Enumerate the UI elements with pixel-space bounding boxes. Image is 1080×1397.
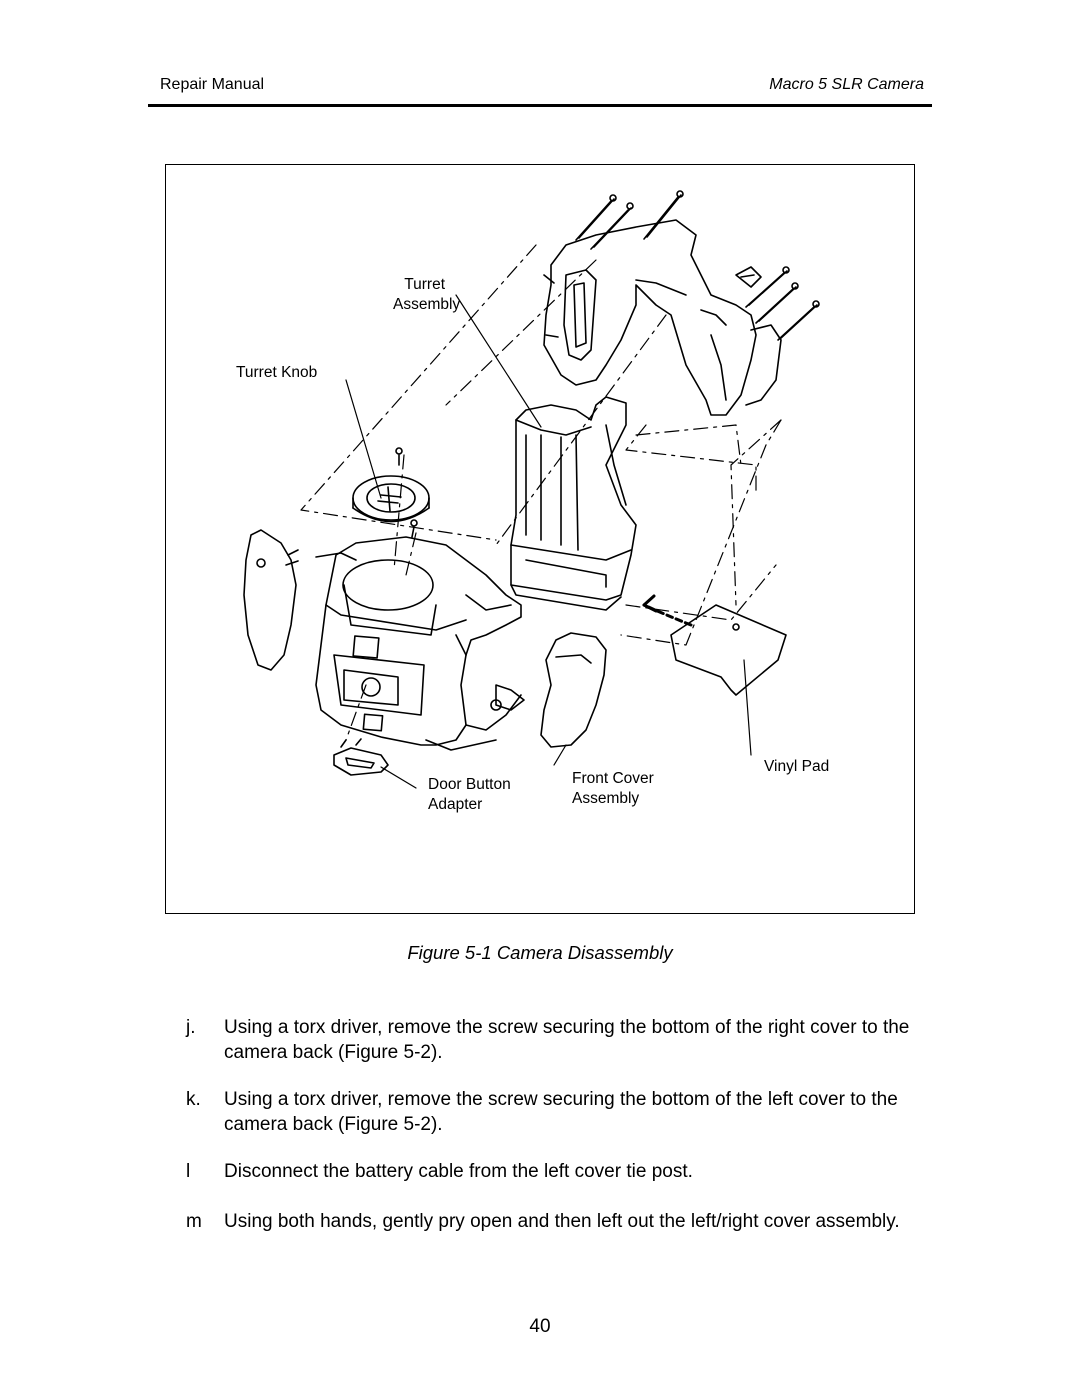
callout-door-button-adapter: Door Button Adapter [428, 776, 511, 813]
left-grip-cover [243, 529, 299, 671]
callout-leaders [345, 294, 752, 789]
turret-knob [352, 447, 430, 538]
assembly-guide-lines [300, 244, 782, 741]
front-cover-grip [540, 632, 607, 748]
camera-disassembly-illustration [243, 190, 820, 789]
step-text: Disconnect the battery cable from the le… [224, 1161, 693, 1182]
callout-turret-assembly: Turret Assembly [393, 276, 461, 313]
front-body-assembly [315, 536, 525, 751]
step-k: k. Using a torx driver, remove the screw… [186, 1087, 926, 1137]
figure-caption: Figure 5-1 Camera Disassembly [407, 942, 673, 963]
callout-front-cover-assembly: Front Cover Assembly [572, 770, 654, 807]
turret-assembly [510, 396, 637, 611]
door-button-adapter [333, 738, 389, 776]
step-marker: k. [186, 1089, 201, 1110]
header-rule [148, 104, 932, 107]
step-text: Using a torx driver, remove the screw se… [224, 1017, 910, 1063]
vinyl-pad-arrow [642, 594, 693, 627]
step-text: Using a torx driver, remove the screw se… [224, 1089, 898, 1135]
step-marker: j. [186, 1017, 196, 1038]
callout-vinyl-pad: Vinyl Pad [764, 758, 830, 775]
header-product-title: Macro 5 SLR Camera [769, 76, 924, 93]
step-j: j. Using a torx driver, remove the screw… [186, 1015, 926, 1065]
step-marker: m [186, 1211, 202, 1232]
vinyl-pad [670, 604, 787, 696]
step-marker: l [186, 1161, 191, 1182]
screw-set-top [575, 190, 820, 341]
step-l: l Disconnect the battery cable from the … [186, 1159, 926, 1184]
step-text: Using both hands, gently pry open and th… [224, 1211, 900, 1232]
back-cover-assembly [543, 219, 782, 416]
header-manual-title: Repair Manual [160, 76, 265, 93]
callout-turret-knob: Turret Knob [236, 364, 318, 381]
step-m: m Using both hands, gently pry open and … [186, 1209, 926, 1234]
figure-frame: Turret Assembly Turret Knob Door Button … [165, 164, 915, 914]
page-number: 40 [529, 1316, 551, 1337]
